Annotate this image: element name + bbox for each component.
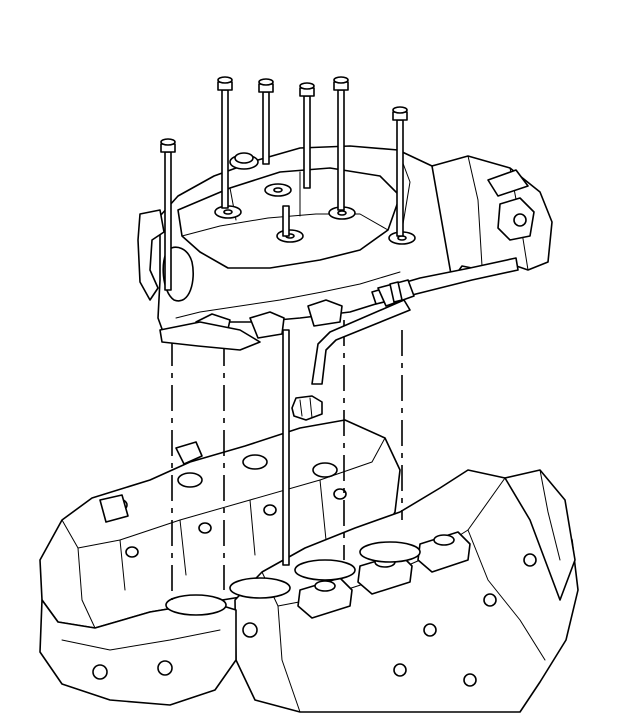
right-cylinder-head (234, 469, 579, 713)
alignment-lines (171, 320, 403, 600)
right-head-bosses (242, 553, 537, 687)
long-bolt-shafts (282, 329, 290, 566)
manifold-bolts (160, 76, 408, 291)
manifold-flange-bottom (159, 321, 261, 351)
manifold-top-port (229, 152, 259, 170)
oil-filler-cap (291, 395, 323, 421)
manifold-throttle-elbow (431, 155, 553, 281)
front-cover (504, 469, 576, 601)
bolt-4 (333, 76, 349, 211)
bolt-1 (217, 76, 233, 209)
intake-gasket (165, 541, 421, 616)
bolt-5 (392, 106, 408, 237)
tube-connector (377, 279, 415, 307)
bolt-3 (299, 82, 315, 189)
manifold-left-bracket (137, 209, 165, 301)
intake-manifold (137, 145, 553, 385)
vacuum-line (311, 299, 411, 385)
left-head-sensor (175, 441, 203, 465)
engine-block-assembly (39, 395, 579, 713)
ignition-coils (297, 531, 471, 619)
bolt-6 (160, 138, 176, 291)
left-engine-block (39, 599, 237, 706)
center-long-bolt (282, 205, 290, 237)
bolt-2 (258, 78, 274, 165)
